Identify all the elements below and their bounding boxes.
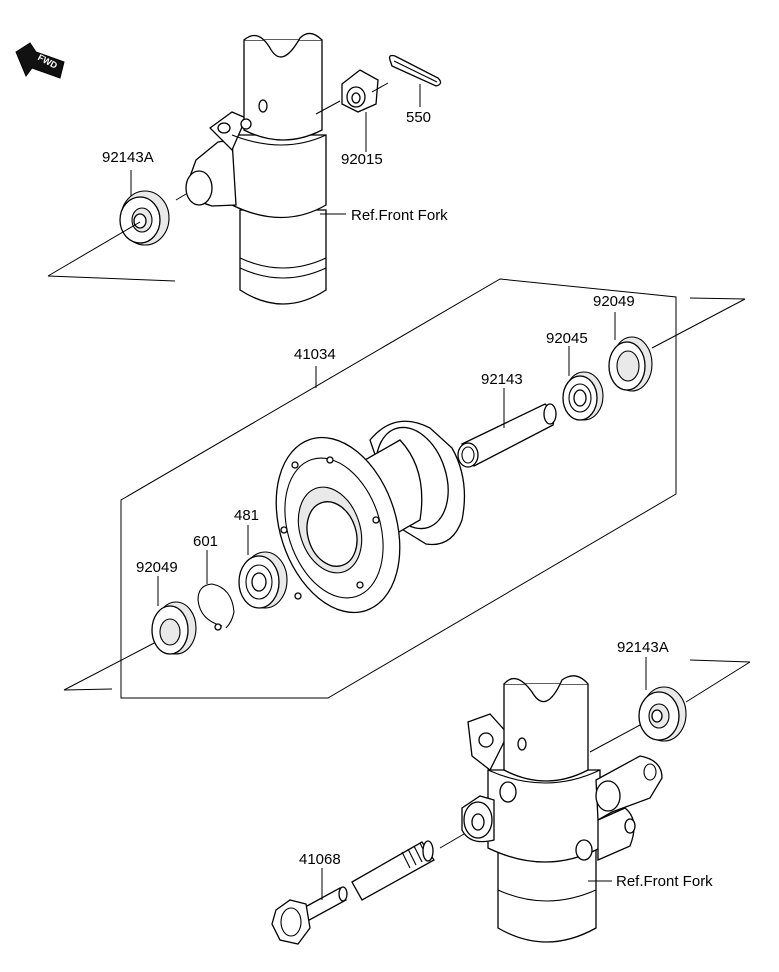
label-92015: 92015 xyxy=(341,151,383,168)
part-92049-left-seal xyxy=(151,601,197,655)
top-front-fork xyxy=(185,32,327,305)
label-92049-left: 92049 xyxy=(136,559,178,576)
label-601: 601 xyxy=(193,533,218,550)
label-ref-front-fork-top: Ref.Front Fork xyxy=(351,207,448,224)
label-92143: 92143 xyxy=(481,371,523,388)
bottom-front-fork xyxy=(461,675,663,943)
label-481: 481 xyxy=(234,507,259,524)
label-ref-front-fork-bottom: Ref.Front Fork xyxy=(616,873,713,890)
part-92015-nut xyxy=(341,69,379,113)
part-41068-axle xyxy=(271,840,435,945)
part-92143A-top-collar xyxy=(119,190,170,246)
label-92045: 92045 xyxy=(546,330,588,347)
label-92143A-bottom: 92143A xyxy=(617,639,669,656)
part-92143-spacer xyxy=(457,403,557,468)
part-41034-hub xyxy=(275,420,466,614)
hub-assembly-bracket xyxy=(120,278,677,699)
label-92143A-top: 92143A xyxy=(102,149,154,166)
label-92049-right: 92049 xyxy=(593,293,635,310)
label-550: 550 xyxy=(406,109,431,126)
part-92143A-bottom-collar xyxy=(638,686,687,742)
label-41068: 41068 xyxy=(299,851,341,868)
part-92045-bearing xyxy=(562,371,604,421)
part-92049-right-seal xyxy=(608,336,653,392)
part-550-cotter-pin xyxy=(388,54,442,87)
part-481-bearing xyxy=(238,551,288,609)
part-601-circlip xyxy=(197,583,235,631)
fwd-arrow-icon: FWD xyxy=(15,42,65,79)
label-41034: 41034 xyxy=(294,346,336,363)
